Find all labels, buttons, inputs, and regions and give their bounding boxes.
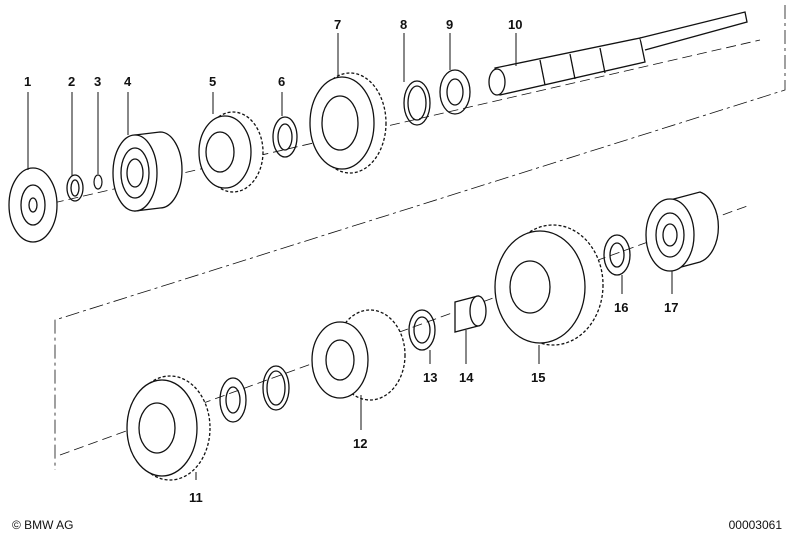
callout-14: 14 bbox=[459, 370, 474, 385]
part-1-cap bbox=[8, 167, 58, 243]
part-12-gear bbox=[311, 309, 406, 401]
callout-17: 17 bbox=[664, 300, 678, 315]
callout-15: 15 bbox=[531, 370, 545, 385]
callout-3: 3 bbox=[94, 74, 101, 89]
callout-11: 11 bbox=[189, 490, 203, 505]
part-2-circlip bbox=[66, 174, 84, 202]
part-13-washer bbox=[408, 309, 436, 351]
callout-7: 7 bbox=[334, 17, 341, 32]
callout-10: 10 bbox=[508, 17, 522, 32]
frame-outline bbox=[54, 5, 786, 470]
callout-2: 2 bbox=[68, 74, 75, 89]
lower-lock-washer bbox=[219, 377, 247, 423]
callout-8: 8 bbox=[400, 17, 407, 32]
part-14-bushing bbox=[454, 295, 487, 333]
callout-6: 6 bbox=[278, 74, 285, 89]
part-11-gear bbox=[126, 375, 211, 481]
part-6-washer bbox=[272, 116, 298, 158]
callout-12: 12 bbox=[353, 436, 367, 451]
callout-16: 16 bbox=[614, 300, 628, 315]
part-9-lock-washer bbox=[439, 69, 471, 115]
part-4-bearing bbox=[112, 131, 183, 212]
callout-1: 1 bbox=[24, 74, 31, 89]
part-7-gear bbox=[309, 72, 387, 174]
copyright-text: © BMW AG bbox=[12, 518, 74, 532]
lower-circlip bbox=[262, 365, 290, 411]
leader-lines bbox=[27, 33, 673, 480]
document-number: 00003061 bbox=[728, 518, 782, 532]
callout-4: 4 bbox=[124, 74, 132, 89]
part-5-gear bbox=[198, 111, 264, 193]
part-8-circlip bbox=[403, 80, 431, 126]
part-10-shaft bbox=[488, 11, 748, 96]
part-3-ring bbox=[93, 174, 103, 190]
part-17-bearing bbox=[645, 191, 720, 272]
part-15-gear bbox=[494, 224, 604, 346]
callout-13: 13 bbox=[423, 370, 437, 385]
callout-9: 9 bbox=[446, 17, 453, 32]
part-16-washer bbox=[603, 234, 631, 276]
callout-5: 5 bbox=[209, 74, 216, 89]
